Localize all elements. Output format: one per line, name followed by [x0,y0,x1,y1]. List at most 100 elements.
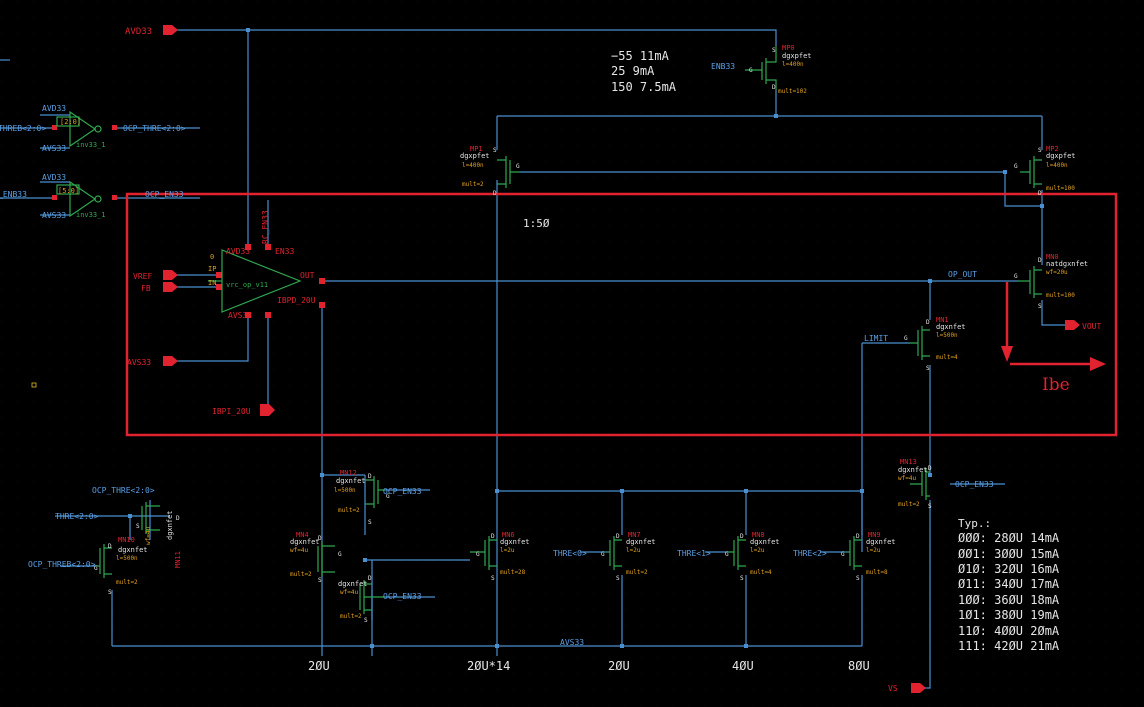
mp0-mult: mult=102 [778,88,807,95]
svg-text:G: G [338,551,342,558]
svg-text:S: S [368,519,372,526]
opamp-rc-en33-label: RC_EN33 [261,210,270,244]
typ-row-3: Ø11: 34ØU 17mA [958,577,1060,591]
annotations: −55 11mA 25 9mA 150 7.5mA 1:5Ø Ibe Typ.:… [308,49,1070,673]
ibe-label: Ibe [1042,375,1070,395]
mn9-params: l=2u [866,547,881,554]
opamp-pin-labels: AVD33 RC_EN33 EN33 0 IP IN OUT IBPD_20U … [208,210,316,320]
mn10-name: MN10 [118,536,135,544]
mp0-params: l=400n [782,61,804,68]
transistor-labels: MP0 dgxpfet l=400n mult=102 MP1 dgxpfet … [116,44,1088,620]
svg-text:G: G [476,551,480,558]
inverter-lower[interactable] [56,180,102,218]
svg-text:D: D [176,515,180,522]
transistor-mp2 [1020,156,1042,188]
transistor-mn12 [365,476,385,508]
svg-text:S: S [491,575,495,582]
svg-text:D: D [740,533,744,540]
temp-row-1: −55 11mA [611,49,670,63]
svg-text:D: D [318,535,322,542]
opamp-avs33-label: AVS33 [228,311,252,320]
label-avs33-inv1: AVS33 [42,144,66,153]
label-ocp-en33-a: OCP_EN33 [383,487,422,496]
mn1-params: l=500n [936,332,958,339]
current-20u-a: 2ØU [308,659,330,673]
transistor-mn10 [95,544,112,578]
transistor-mp0 [745,46,777,90]
arrow-down-head [1001,346,1013,362]
mn4-type: dgxnfet [290,538,320,546]
mn12-type: dgxnfet [336,477,366,485]
mn1-name: MN1 [936,316,949,324]
opamp-en33-label: EN33 [275,247,294,256]
svg-text:G: G [749,67,753,74]
svg-text:S: S [108,589,112,596]
label-thre1: THRE<1> [677,549,711,558]
label-ocp-thre-bottom: OCP_THRE<2:0> [92,486,155,495]
opamp-symbol[interactable]: vrc_op_v11 [208,249,302,313]
svg-text:G: G [94,565,98,572]
transistor-mn4 [317,542,335,576]
net-labels: AVD33 VREF FB AVS33 IBPI_20U VOUT VS ENB… [0,27,1101,693]
transistor-mn8 [728,536,746,570]
mn8-mult: mult=4 [750,569,772,576]
svg-text:S: S [740,575,744,582]
mn8-params: l=2u [750,547,765,554]
current-20u-b: 2ØU [608,659,630,673]
mp0-type: dgxpfet [782,52,812,60]
label-limit: LIMIT [864,334,888,343]
mn0-params: wf=20u [1046,269,1068,276]
label-inv1-bus: [2:0] [60,118,81,126]
label-ocp-en33-out: OCP_EN33 [145,190,184,199]
mn1-mult: mult=4 [936,354,958,361]
pin-vs [911,683,926,693]
mn0-name: MN0 [1046,253,1059,261]
opamp-0-label: 0 [210,253,214,261]
mn11-name: MN11 [174,551,182,568]
arrow-right-head [1090,357,1106,371]
label-thre: THRE<2:0> [55,512,99,521]
wires [0,29,1065,689]
ratio-label: 1:5Ø [523,217,550,230]
transistors[interactable] [95,46,1042,614]
current-20u-14: 2ØU*14 [467,659,510,673]
svg-text:G: G [516,163,520,170]
mn13-mult: mult=2 [898,501,920,508]
mn6-mult: mult=28 [500,569,526,576]
svg-text:D: D [772,84,776,91]
svg-text:D: D [926,319,930,326]
opamp-avd33-label: AVD33 [226,247,250,256]
label-vref: VREF [133,272,152,281]
label-enb33: ENB33 [711,62,735,71]
label-thre0: THRE<0> [553,549,587,558]
transistor-mn1 [910,326,930,360]
label-fb: FB [141,284,151,293]
transistor-mn5 [359,580,385,614]
mn6-type: dgxnfet [500,538,530,546]
svg-text:S: S [772,47,776,54]
mn5-params: wf=4u [340,589,358,596]
mp1-type: dgxpfet [460,152,490,160]
mp1-mult: mult=2 [462,181,484,188]
opamp-in-label: IN [208,279,216,287]
label-ocp-threb: OCP_THREB<2:0> [28,560,96,569]
label-avs33: AVS33 [127,358,151,367]
mp1-name: MP1 [470,145,483,153]
label-inv2-name: inv33_1 [76,211,106,219]
label-avd33-inv1: AVD33 [42,104,66,113]
svg-text:S: S [364,617,368,624]
svg-text:G: G [725,551,729,558]
mn10-type: dgxnfet [118,546,148,554]
transistor-mn9 [845,536,862,570]
inverter-upper[interactable] [56,110,102,148]
mn7-params: l=2u [626,547,641,554]
mn4-params: wf=4u [290,547,308,554]
label-avs33-inv2: AVS33 [42,211,66,220]
transistor-mn6 [470,536,497,570]
pin-avs33 [163,356,178,366]
pin-vref [163,270,178,280]
mn6-name: MN6 [502,531,515,539]
